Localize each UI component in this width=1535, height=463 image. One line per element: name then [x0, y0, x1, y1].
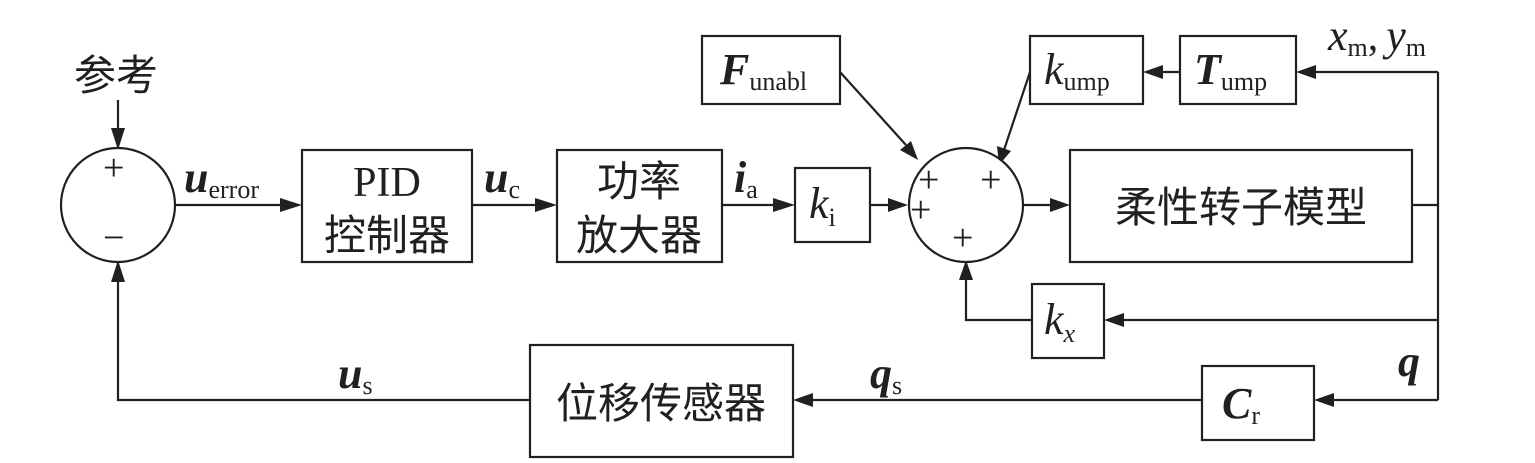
k-ump-block	[1028, 34, 1145, 106]
amplifier-label-line2: 放大器	[576, 211, 702, 260]
arrow-kx-sum	[959, 260, 973, 280]
connections	[116, 70, 1440, 402]
rotor-model-label: 柔性转子模型	[1115, 183, 1367, 232]
line-us	[116, 280, 530, 402]
sum1-plus-sign: +	[103, 147, 124, 189]
arrow-to-pid	[280, 198, 302, 212]
arrow-to-rotor	[1050, 198, 1070, 212]
reference-label: 参考	[74, 51, 158, 100]
arrow-to-kump	[1143, 65, 1163, 79]
arrow-to-sensor	[793, 393, 813, 407]
u-error-label: uerror	[184, 153, 259, 204]
displacement-sensor-block	[528, 343, 795, 459]
sensor-label: 位移传感器	[556, 379, 766, 428]
ki-gain-block	[793, 166, 872, 244]
summing-junction-error	[59, 146, 177, 264]
u-s-label: us	[338, 349, 373, 400]
arrow-to-amplifier	[535, 198, 557, 212]
sum2-plus-bottom: +	[952, 217, 973, 259]
arrow-funabl-sum	[900, 141, 918, 160]
f-unabl-block	[700, 34, 842, 106]
sum1-minus-sign: −	[103, 217, 124, 259]
kx-gain-block	[1030, 282, 1106, 360]
arrow-to-cr	[1314, 393, 1334, 407]
t-ump-label: Tump	[1194, 45, 1267, 96]
arrow-to-kx	[1104, 313, 1124, 327]
line-kump-sum	[1002, 71, 1032, 151]
arrow-reference	[111, 128, 125, 150]
ki-label: ki	[809, 179, 836, 232]
pid-label-line1: PID	[353, 160, 421, 206]
arrow-to-ki	[773, 198, 795, 212]
arrow-to-tump	[1296, 65, 1316, 79]
pid-label-line2: 控制器	[324, 211, 450, 260]
k-ump-label: kump	[1044, 45, 1110, 96]
kx-label: kx	[1044, 295, 1076, 348]
flexible-rotor-model-block	[1068, 148, 1414, 264]
arrow-us-sum	[111, 260, 125, 282]
u-c-label: uc	[484, 153, 520, 204]
sum2-plus-upper-left: +	[918, 159, 939, 201]
cr-label: Cr	[1222, 379, 1260, 430]
i-a-label: ia	[734, 153, 758, 204]
sum2-plus-left: +	[910, 189, 931, 231]
amplifier-label-line1: 功率	[597, 157, 681, 206]
line-kx-sum	[964, 278, 1032, 322]
summing-junction-force	[907, 146, 1025, 264]
pid-controller-block	[300, 148, 474, 264]
power-amplifier-block	[555, 148, 724, 264]
arrow-to-sum2	[888, 198, 908, 212]
f-unabl-label: Funabl	[719, 45, 807, 96]
xm-ym-label: xm,ym	[1327, 11, 1426, 62]
cr-block	[1200, 364, 1316, 442]
sum2-plus-upper-right: +	[980, 159, 1001, 201]
t-ump-block	[1178, 34, 1298, 106]
q-s-label: qs	[870, 349, 902, 400]
q-label: q	[1398, 337, 1420, 386]
line-funabl-sum	[839, 71, 907, 146]
